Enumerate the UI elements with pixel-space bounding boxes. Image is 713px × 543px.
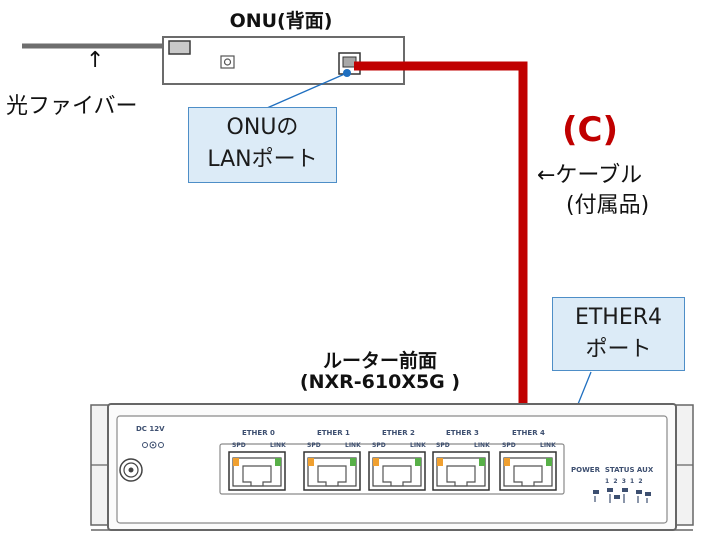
ether4-port [499,451,557,491]
onu-fiber-port [168,40,191,55]
ether4-label: ETHER 4 [512,429,545,437]
ether4-callout-line1: ETHER4 [574,305,663,330]
ether1-spd: SPD [307,442,321,449]
ether0-spd: SPD [232,442,246,449]
ether2-label: ETHER 2 [382,429,415,437]
onu-title: ONU(背面) [229,10,333,32]
ether1-port [303,451,361,491]
ether4-link: LINK [540,442,556,449]
ether2-port [368,451,426,491]
onu-callout-dot [343,69,351,77]
ether2-spd: SPD [372,442,386,449]
cable-label-line1: ←ケーブル [537,163,643,188]
onu-lan-callout-line1: ONUの [226,115,299,140]
ether2-link: LINK [410,442,426,449]
onu-power-jack [220,55,235,69]
ether0-label: ETHER 0 [242,429,275,437]
ether3-spd: SPD [436,442,450,449]
fiber-arrow: ↑ [86,48,105,73]
onu-lan-callout-line2: LANポート [207,147,318,172]
router-title-line2: (NXR-610X5G ) [299,371,461,393]
ether0-link: LINK [270,442,286,449]
ether4-callout-line2: ポート [585,337,652,362]
ether4-spd: SPD [502,442,516,449]
cable-label-line2: (付属品) [566,193,650,218]
status-leds [593,488,651,503]
onu-lan-port-callout: ONUの LANポート [188,107,337,183]
router-title-line1: ルーター前面 [322,350,437,372]
lan-cable [354,61,528,464]
ether3-label: ETHER 3 [446,429,479,437]
ethernet-ports [228,451,557,491]
ether3-port [432,451,490,491]
status-label: POWER STATUS AUX [571,466,654,474]
ether4-port-callout: ETHER4 ポート [552,297,685,371]
ether1-link: LINK [345,442,361,449]
cable-marker: (C) [562,110,619,150]
status-digits: 1 2 3 1 2 [605,478,643,485]
dc-label: DC 12V [136,425,165,433]
onu-device [162,36,405,85]
ether0-port [228,451,286,491]
onu-callout-leader [266,72,348,109]
ether1-label: ETHER 1 [317,429,350,437]
ether3-link: LINK [474,442,490,449]
fiber-label: 光ファイバー [6,94,138,119]
